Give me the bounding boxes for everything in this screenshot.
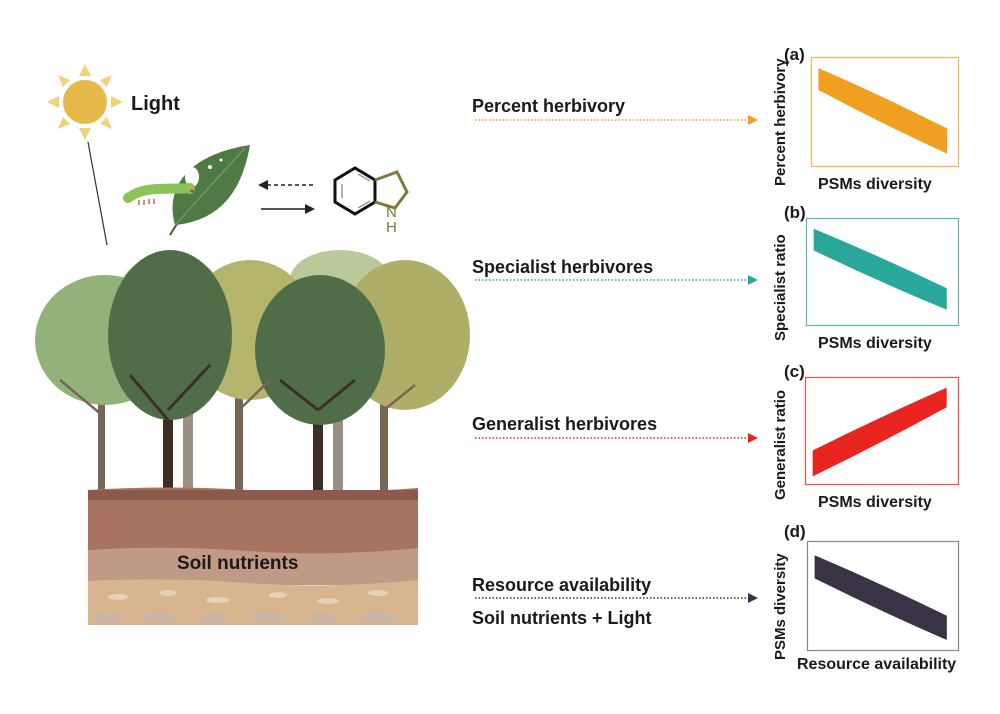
chart-frame (806, 540, 960, 652)
trend-chart (804, 376, 960, 486)
resource-availability-label: Resource availability (472, 575, 652, 595)
chart-frame (805, 217, 960, 327)
soil-light-label: Soil nutrients + Light (472, 608, 652, 628)
panel-label: (a) (784, 45, 805, 64)
y-axis-label: Percent herbivory (772, 58, 789, 186)
arrowhead (748, 593, 758, 603)
sun-icon (47, 64, 123, 140)
x-axis-label: PSMs diversity (818, 335, 932, 352)
confidence-band (818, 68, 948, 154)
specialist-herbivores-label: Specialist herbivores (472, 257, 654, 277)
trend-chart (810, 56, 960, 168)
soil-layers-illustration (88, 487, 418, 645)
trend-chart (805, 217, 960, 327)
confidence-band (813, 228, 947, 310)
panel-label: (d) (784, 522, 806, 541)
trend-chart (806, 540, 960, 652)
soil-nutrients-label: Soil nutrients (177, 553, 299, 574)
y-axis-label: PSMs diversity (772, 553, 789, 660)
panel-label: (c) (784, 362, 805, 381)
percent-herbivory-label: Percent herbivory (472, 96, 626, 116)
confidence-band (812, 387, 947, 477)
arrowhead (748, 115, 758, 125)
chart-frame (804, 376, 960, 486)
leaf-with-caterpillar-icon (123, 145, 250, 236)
arrowhead (748, 275, 758, 285)
chart-frame (810, 56, 960, 168)
confidence-band (814, 555, 947, 640)
light-label: Light (131, 93, 180, 115)
panel-label: (b) (784, 203, 806, 222)
indoline-molecule-icon (333, 166, 409, 216)
x-axis-label: PSMs diversity (818, 176, 932, 193)
molecule-nh-label: NH (386, 204, 397, 236)
x-axis-label: Resource availability (797, 656, 957, 673)
feedback-arrows (258, 180, 315, 214)
generalist-herbivores-label: Generalist herbivores (472, 414, 658, 434)
forest-illustration (35, 250, 470, 520)
x-axis-label: PSMs diversity (818, 494, 932, 511)
y-axis-label: Specialist ratio (772, 234, 789, 341)
arrowhead (748, 433, 758, 443)
light-ray-line (87, 141, 108, 246)
y-axis-label: Generalist ratio (772, 389, 789, 500)
